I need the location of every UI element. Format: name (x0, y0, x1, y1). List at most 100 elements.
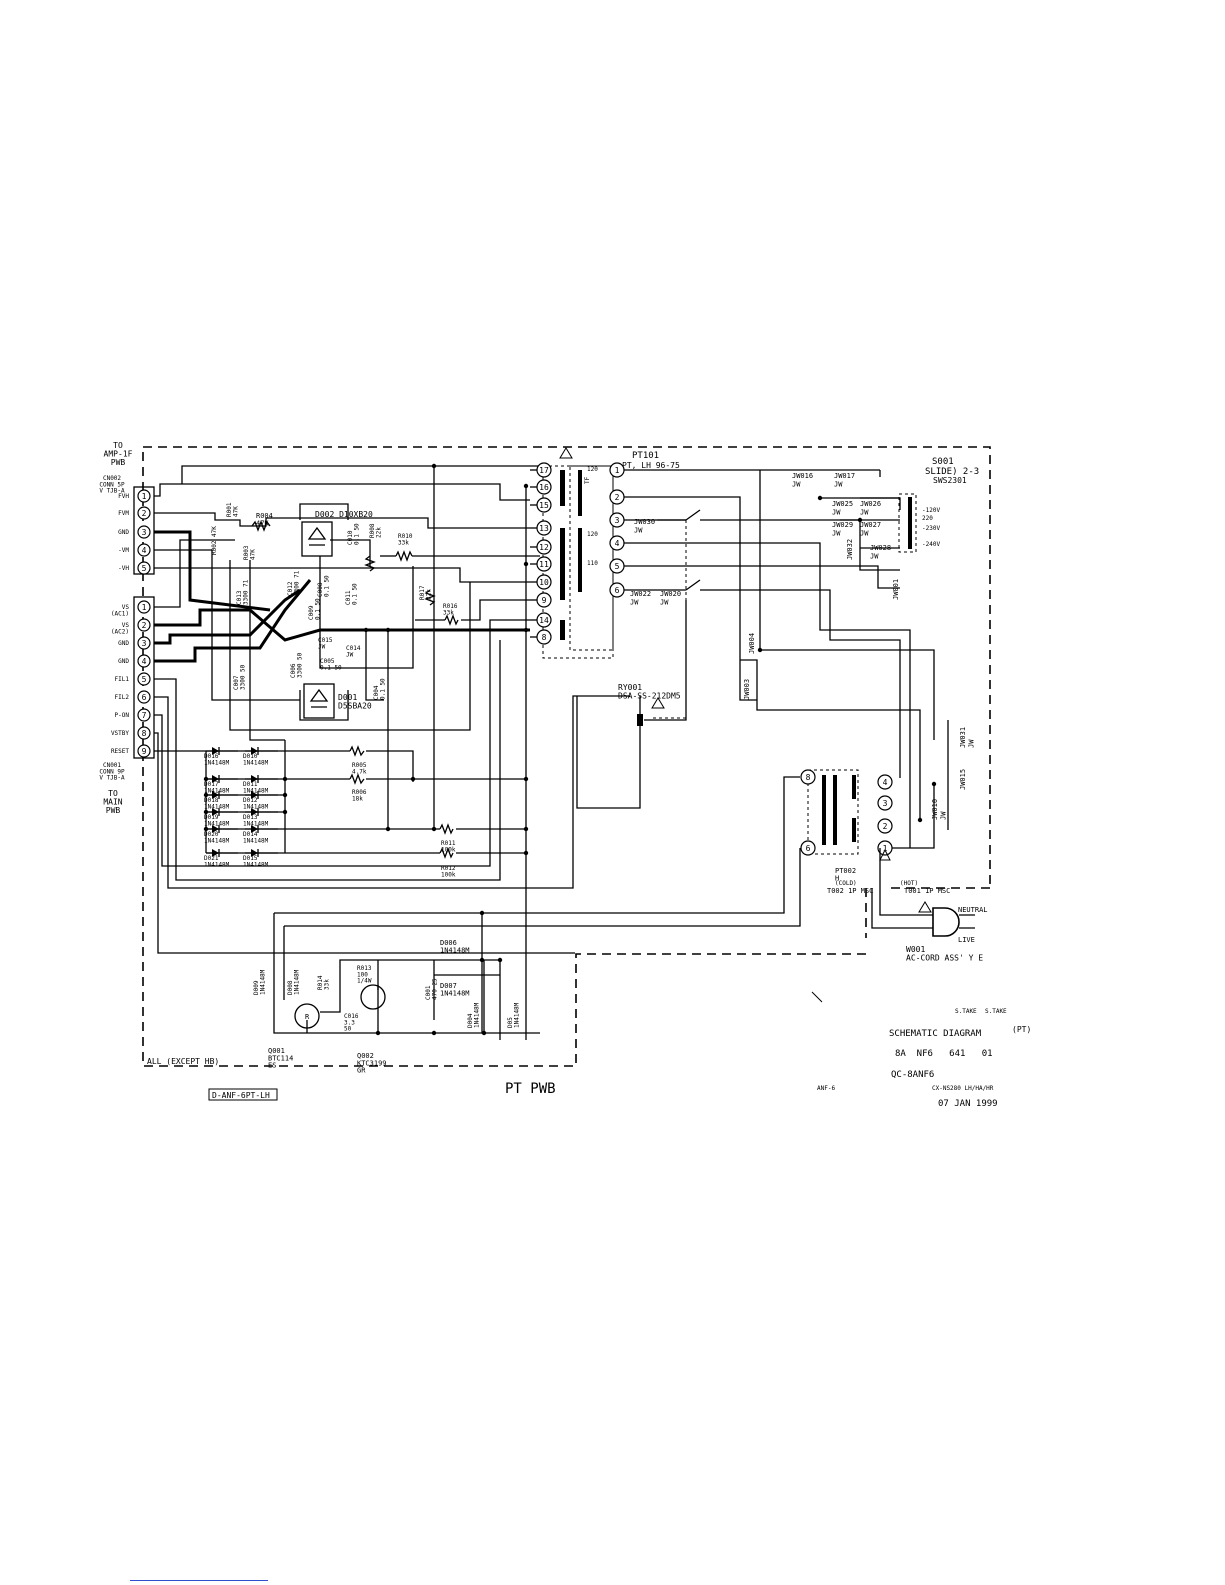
pt101-primary-pin-number: 12 (539, 543, 549, 552)
pt002-pin-number: 1 (883, 844, 888, 853)
c006-label: C0063300 50 (290, 652, 303, 678)
cn001-pin-label: VS(AC2) (111, 622, 129, 635)
svg-text:QC-8ANF6: QC-8ANF6 (891, 1070, 934, 1080)
svg-text:NEUTRAL: NEUTRAL (958, 906, 988, 914)
pt101-primary-pin (536, 479, 552, 495)
svg-text:TF: TF (584, 476, 591, 484)
svg-text:LIVE: LIVE (958, 936, 975, 944)
cn001-pin-number: 5 (142, 675, 147, 684)
cn001-pin-number: 9 (142, 747, 147, 756)
pt101-secondary-pin-number: 4 (615, 539, 620, 548)
svg-text:C001470 25: C001470 25 (425, 978, 438, 1000)
secondary-wiring (624, 469, 949, 849)
cn002-pin-label: -VM (118, 547, 129, 554)
c008-label: C0080.1 50 (317, 575, 330, 597)
svg-text:JW003: JW003 (743, 679, 751, 700)
svg-text:R01433k: R01433k (317, 975, 330, 990)
cn001-pin (137, 618, 151, 632)
pt101-primary-pin-number: 16 (539, 483, 549, 492)
transformer-pt101: PT101 PT, LH 96-75 120 TF 120 110 171615… (530, 451, 680, 659)
pt101-primary-pin (536, 462, 552, 478)
page-rule (130, 1580, 268, 1581)
pt101-primary-pin (536, 520, 552, 536)
svg-text:D0041N4148M: D0041N4148M (467, 1002, 480, 1028)
pt002-pin (877, 795, 893, 811)
junctions (203, 463, 937, 1036)
svg-text:S.TAKE: S.TAKE (985, 1008, 1007, 1015)
pt002-pin (877, 818, 893, 834)
pt101-primary-pin-number: 9 (542, 596, 547, 605)
pt101-primary-pin-number: 14 (539, 616, 549, 625)
pt101-primary-pin-number: 17 (539, 466, 549, 475)
connector-cn001: 1VS(AC1)2VS(AC2)3GND4GND5FIL16FIL27P-ON8… (99, 596, 155, 815)
cn002-pin-label: -VH (118, 565, 129, 572)
svg-text:SCHEMATIC DIAGRAM: SCHEMATIC DIAGRAM (889, 1029, 982, 1039)
svg-text:D-ANF-6PT-LH: D-ANF-6PT-LH (212, 1091, 270, 1100)
cn002-pin (137, 506, 151, 520)
d002-label: D002 D10XB20 (315, 510, 373, 519)
cn001-pin (137, 654, 151, 668)
r008-label: R00822k (369, 523, 382, 538)
cn001-pin (137, 726, 151, 740)
svg-text:JW004: JW004 (748, 633, 756, 654)
pt002-pin (800, 840, 816, 856)
svg-text:(COLD): (COLD) (835, 880, 857, 887)
cn002-pin (137, 561, 151, 575)
pt002-pin-number: 3 (883, 799, 888, 808)
svg-text:JW032: JW032 (846, 539, 854, 560)
pt002-pin (800, 769, 816, 785)
cn001-pin (137, 744, 151, 758)
cn001-pin-label: VS(AC1) (111, 604, 129, 617)
cn002-pin-number: 1 (142, 492, 147, 501)
pt101-primary-pin (536, 612, 552, 628)
svg-text:PT PWB: PT PWB (505, 1081, 556, 1097)
svg-text:T001 1P MSC: T001 1P MSC (904, 887, 950, 895)
svg-text:120: 120 (587, 531, 598, 538)
cn001-pin-label: GND (118, 640, 129, 647)
cn001-pin (137, 690, 151, 704)
cn001-pin-number: 3 (142, 639, 147, 648)
svg-text:JW001: JW001 (892, 579, 900, 600)
svg-text:ALL (EXCEPT HB): ALL (EXCEPT HB) (147, 1057, 219, 1066)
pt101-primary-pin (536, 497, 552, 513)
cn001-pin (137, 672, 151, 686)
svg-text:120: 120 (587, 466, 598, 473)
svg-text:D0091N4148M: D0091N4148M (253, 969, 266, 995)
cn002-pin-number: 2 (142, 509, 147, 518)
cn002-pin-number: 3 (142, 528, 147, 537)
svg-text:CX-NS280 LH/HA/HR: CX-NS280 LH/HA/HR (932, 1085, 994, 1092)
pt101-secondary-pin-number: 5 (615, 562, 620, 571)
svg-text:D0081N4148M: D0081N4148M (287, 969, 300, 995)
c013-label: C0133300 71 (236, 579, 249, 605)
svg-text:SLIDE) 2-3: SLIDE) 2-3 (925, 467, 979, 477)
c009-label: C0090.1 50 (308, 598, 321, 620)
cn002-pin-number: 4 (142, 546, 147, 555)
pt101-secondary-pin-number: 1 (615, 466, 620, 475)
board-outline (142, 446, 991, 1067)
cn002-pin (137, 525, 151, 539)
cn001-pin-number: 1 (142, 603, 147, 612)
svg-text:(PT): (PT) (1012, 1025, 1031, 1034)
